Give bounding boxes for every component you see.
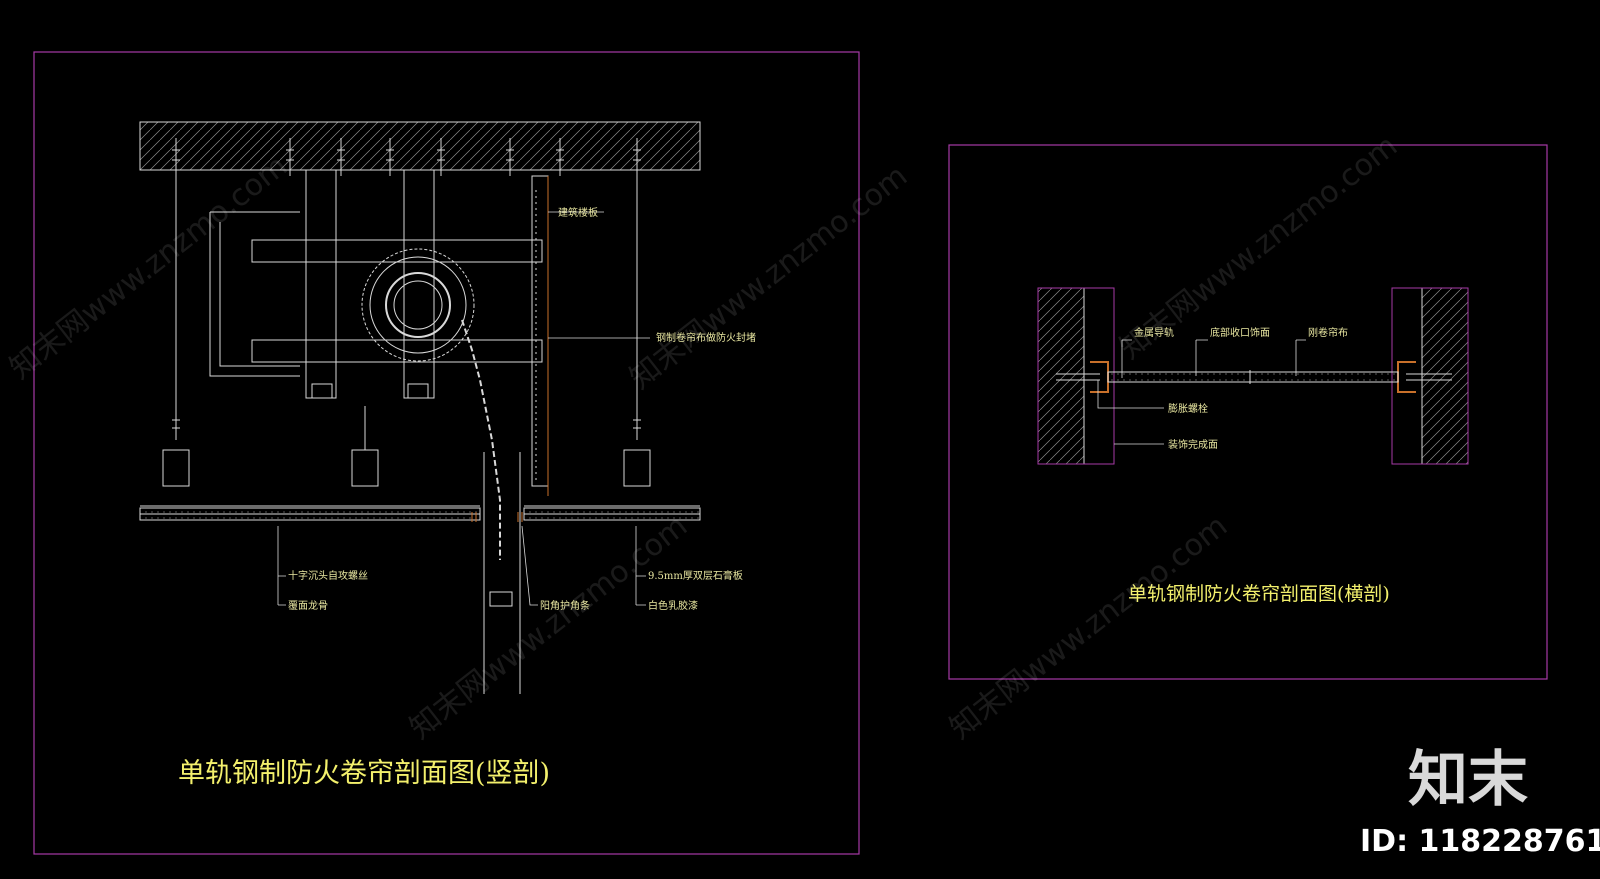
horizontal-section-title: 单轨钢制防火卷帘剖面图(横剖) [1128, 583, 1390, 605]
hanger-rods [175, 176, 638, 440]
label-gypsum: 9.5mm厚双层石膏板 [648, 569, 743, 582]
vertical-section-drawing [139, 121, 701, 694]
concrete-slab [139, 121, 701, 171]
vertical-leaders [277, 211, 650, 606]
label-slab: 建筑楼板 [558, 206, 598, 219]
label-screw: 十字沉头自攻螺丝 [288, 569, 368, 582]
label-corner: 阳角护角条 [540, 599, 590, 612]
horizontal-section-frame [948, 144, 1548, 680]
label-bolt: 膨胀螺栓 [1168, 402, 1208, 415]
watermark-1: 知末网www.znzmo.com [3, 148, 294, 386]
watermark-2: 知末网www.znzmo.com [623, 158, 914, 396]
watermark-4: 知末网www.znzmo.com [403, 508, 694, 746]
watermark-5: 知末网www.znzmo.com [943, 508, 1234, 746]
label-keel: 覆面龙骨 [288, 599, 328, 612]
horizontal-leaders [1097, 339, 1306, 445]
brand-logo: 知末 [1408, 745, 1528, 815]
horizontal-section-drawing [1037, 287, 1469, 465]
label-finish: 装饰完成面 [1168, 438, 1218, 451]
vertical-section-title: 单轨钢制防火卷帘剖面图(竖剖) [178, 758, 550, 789]
label-paint: 白色乳胶漆 [648, 599, 698, 612]
label-curtain: 刚卷帘布 [1308, 326, 1348, 339]
label-shutter-seal: 钢制卷帘布做防火封堵 [656, 331, 756, 344]
label-rail: 金属导轨 [1134, 326, 1174, 339]
vertical-section-frame [33, 51, 860, 855]
label-bottom-trim: 底部收口饰面 [1210, 326, 1270, 339]
anchor-bolts [172, 138, 641, 176]
brand-id: ID: 1182287618 [1360, 824, 1600, 859]
